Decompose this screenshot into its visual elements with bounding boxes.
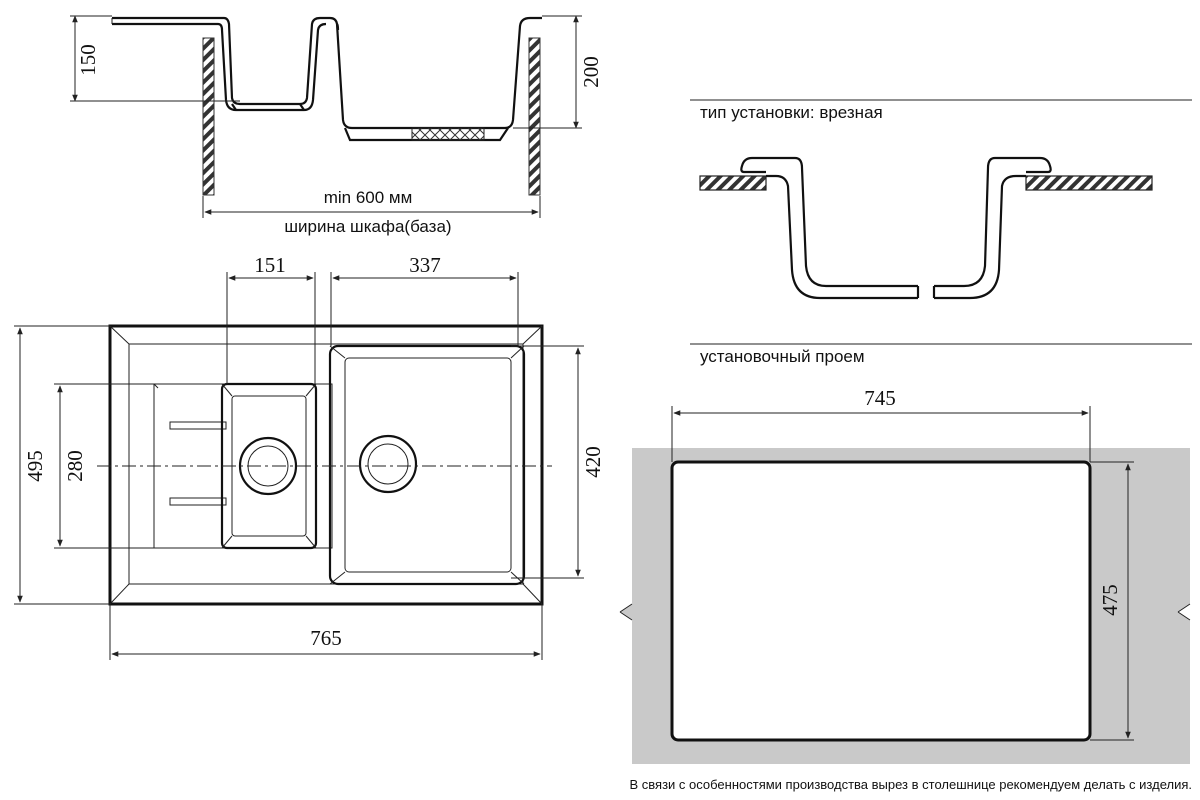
dim-total-depth: 495 bbox=[23, 450, 47, 482]
countertop-left bbox=[699, 175, 767, 191]
large-drain bbox=[358, 434, 418, 494]
cabinet-wall-right bbox=[528, 37, 541, 196]
cabinet-min-width: min 600 мм bbox=[324, 188, 413, 207]
dim-large-bowl-depth-plan: 420 bbox=[581, 446, 605, 478]
dim-large-bowl-depth: 200 bbox=[579, 56, 603, 88]
dim-cutout-width: 745 bbox=[864, 386, 896, 410]
cabinet-width-label: ширина шкафа(база) bbox=[284, 217, 451, 236]
large-bowl bbox=[328, 344, 526, 586]
section-view: 150 200 min 600 мм ширина шкафа(база) bbox=[70, 15, 603, 236]
sink-rim-outer bbox=[108, 324, 544, 606]
sink-section-outline bbox=[111, 16, 542, 142]
dim-total-width: 765 bbox=[310, 626, 342, 650]
dim-small-bowl-depth: 150 bbox=[76, 44, 100, 76]
dim-small-bowl-depth-plan: 280 bbox=[63, 450, 87, 482]
cutout-opening bbox=[670, 460, 1092, 742]
cutout-section: установочный проем 745 475 bbox=[619, 343, 1192, 764]
cutout-title: установочный проем bbox=[700, 347, 865, 366]
dim-small-bowl-width: 151 bbox=[254, 253, 286, 277]
footnote: В связи с особенностями производства выр… bbox=[630, 777, 1193, 792]
dim-large-bowl-width: 337 bbox=[409, 253, 441, 277]
cabinet-wall-left bbox=[202, 37, 215, 196]
plan-view: 151 337 495 280 420 765 bbox=[14, 253, 605, 660]
countertop-right bbox=[1025, 175, 1153, 191]
install-type-section: тип установки: врезная bbox=[690, 99, 1192, 300]
install-type-title: тип установки: врезная bbox=[700, 103, 883, 122]
dim-cutout-depth: 475 bbox=[1098, 584, 1122, 616]
